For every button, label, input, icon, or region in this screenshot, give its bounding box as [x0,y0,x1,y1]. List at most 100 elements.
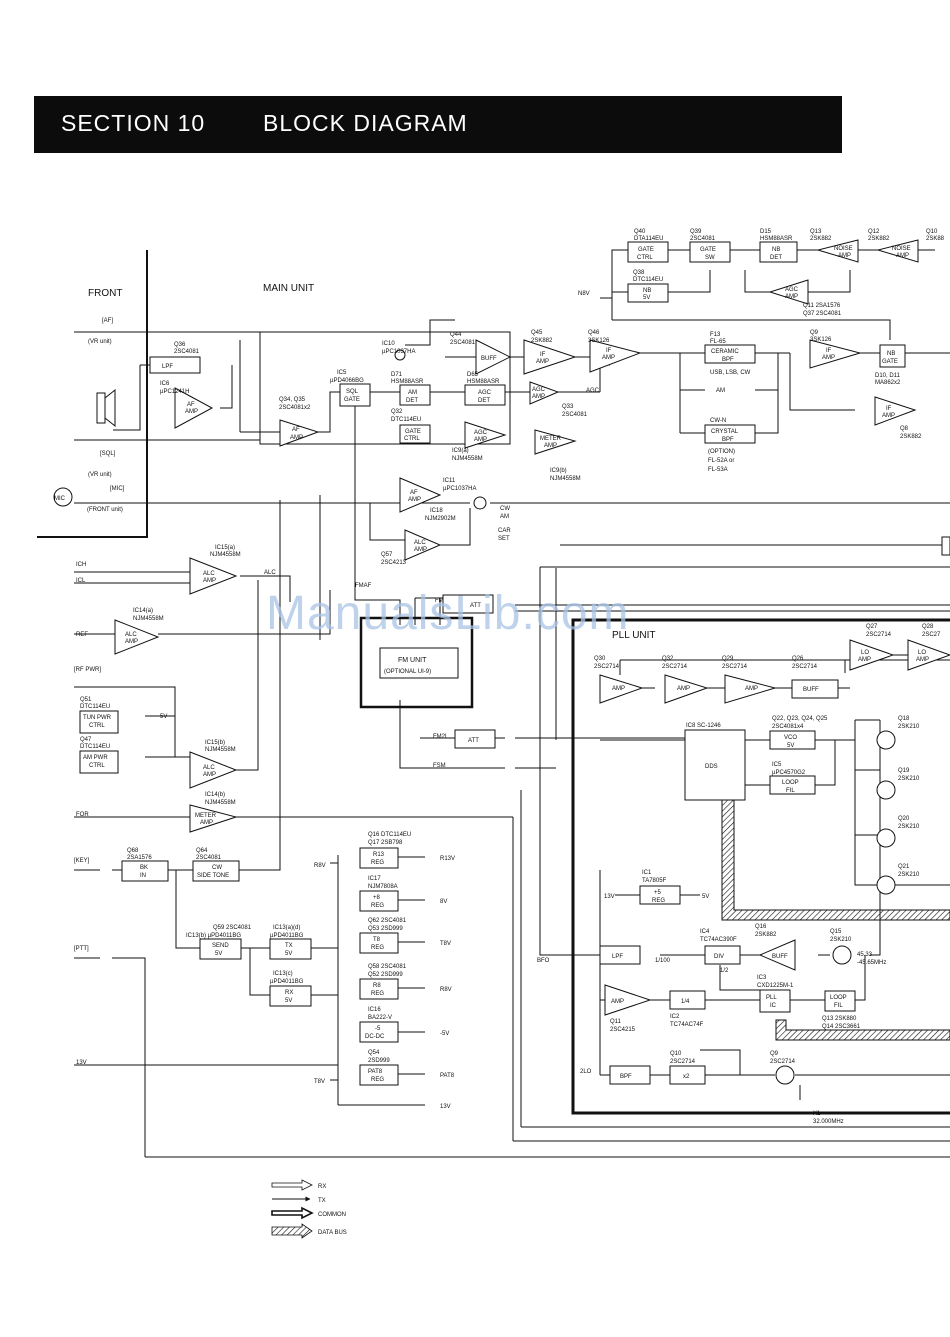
pll-amp-2-triangle [664,674,709,704]
am-pwr-l1: AM PWR [83,755,108,761]
q57-l1: Q57 [381,552,393,558]
ic5-l2: µPD4066BG [330,378,364,384]
att-text: ATT [468,738,479,744]
ic17-l1: IC17 [368,876,381,882]
d71-l1: D71 [391,372,403,378]
option-label-1: (OPTION) [708,449,735,455]
x2-block [669,1065,706,1085]
fm-unit-block [379,647,459,679]
rx5v-l1: RX [285,990,293,996]
q38-l2: DTC114EU [633,277,663,283]
set-label: SET [498,536,510,542]
ic16-l1: IC16 [368,1007,381,1013]
if-amp-4-l1: IF [886,406,892,412]
q28-l2: 2SC27 [922,632,941,638]
ic15b-l1: IC15(b) [205,740,225,746]
n8v-label: N8V [578,291,590,297]
q45-l1: Q45 [531,330,543,336]
loop-fil-2-l1: LOOP [830,995,847,1001]
q13p-l1: Q13 2SK880 [822,1016,857,1022]
x2-text: x2 [683,1074,690,1080]
q9p-l1: Q9 [770,1051,779,1057]
x1-label: X1 [813,1111,821,1117]
q32p-l1: Q32 [662,656,674,662]
ich-label: ICH [76,562,86,568]
alc-amp-3-triangle [114,619,160,655]
legend-data-bus-arrow [271,1223,313,1239]
tun-pwr-l1: TUN PWR [83,715,112,721]
r8v-input-label: R8V [314,863,326,869]
p8-reg-block [359,890,399,912]
lo-amp-l2: AMP [858,657,871,663]
2lo-label: 2LO [580,1069,592,1075]
div2-label: 1/2 [720,968,729,974]
ic11-l1: IC11 [443,478,456,484]
q45-l2: 2SK882 [531,338,553,344]
agc-amp-3-l1: AGC [785,287,799,293]
nb-det-l1: NB [772,247,780,253]
mic-jack [53,487,73,507]
car-label: CAR [498,528,511,534]
alc-amp-2-l1: ALC [203,571,215,577]
sql-gate-l1: SQL [346,389,359,395]
q32-l2: DTC114EU [391,417,421,423]
vco-5v-block [769,730,816,750]
front-unit-border [37,250,148,538]
lo-amp-2-triangle [907,639,950,671]
ref-label: REF [76,632,88,638]
bpf-block [609,1065,651,1085]
gate-sw-block [689,241,731,263]
agc-signal-label: AGC [586,388,600,394]
am-path-label: AM [716,388,725,394]
fsm-label: FSM [433,763,446,769]
am-det-block [399,384,431,406]
d65-l2: HSM88ASR [467,379,500,385]
ic5p-l1: IC5 [772,762,782,768]
af-amp-3-l2: AMP [408,497,421,503]
section-number: SECTION 10 [61,110,206,136]
am-pwr-l2: CTRL [89,763,105,769]
legend-rx-label: RX [318,1184,326,1190]
q18-l2: 2SK210 [898,724,920,730]
nb-gate-l1: NB [887,351,895,357]
meter-amp-triangle [534,429,577,455]
crystal-bpf-l2: BPF [722,437,734,443]
main-unit-label: MAIN UNIT [263,283,314,294]
bfo-label: BFO [537,958,550,964]
q28-l1: Q28 [922,624,934,630]
q10-l1: Q10 [926,229,938,235]
fmaf-label: FMAF [355,583,372,589]
q59-l1: Q59 2SC4081 [213,925,252,931]
q33-l1: Q33 [562,404,574,410]
m5-dc-block [359,1021,399,1043]
ic10-mixer [394,349,406,361]
am-pwr-ctrl-block [79,750,119,774]
if-amp-4-l2: AMP [882,413,895,419]
lpf-pll-block [599,945,641,965]
r13-reg-l1: R13 [373,852,385,858]
agc-det-block [464,384,506,406]
bk-in-l2: IN [140,873,146,879]
p5-reg-l2: REG [652,898,665,904]
agc-amp-3-triangle [768,279,809,305]
alc-amp-4-l2: AMP [203,772,216,778]
if-amp-3-triangle [809,339,862,369]
q58-l2: Q52 2SD999 [368,972,403,978]
q54-l2: 2SD999 [368,1058,390,1064]
t8-reg-l2: REG [371,945,384,951]
ic14b-l2: NJM4558M [205,800,236,806]
alc-amp-2-triangle [189,557,238,595]
watermark: ManualsLib.com [266,587,630,640]
q68-l1: Q68 [127,848,139,854]
ic11-mixer [473,496,487,510]
q9p-l2: 2SC2714 [770,1059,796,1065]
r8v-output-label: R8V [440,987,452,993]
lpf-af-block [149,356,201,374]
ic10-l1: IC10 [382,341,395,347]
vco-l2: 5V [787,743,794,749]
key-label: [KEY] [74,858,90,864]
q46-l1: Q46 [588,330,600,336]
meter-amp-2-triangle [189,804,238,833]
q11q37-l2: Q37 2SC4081 [803,311,842,317]
if-amp-2-l2: AMP [602,355,615,361]
